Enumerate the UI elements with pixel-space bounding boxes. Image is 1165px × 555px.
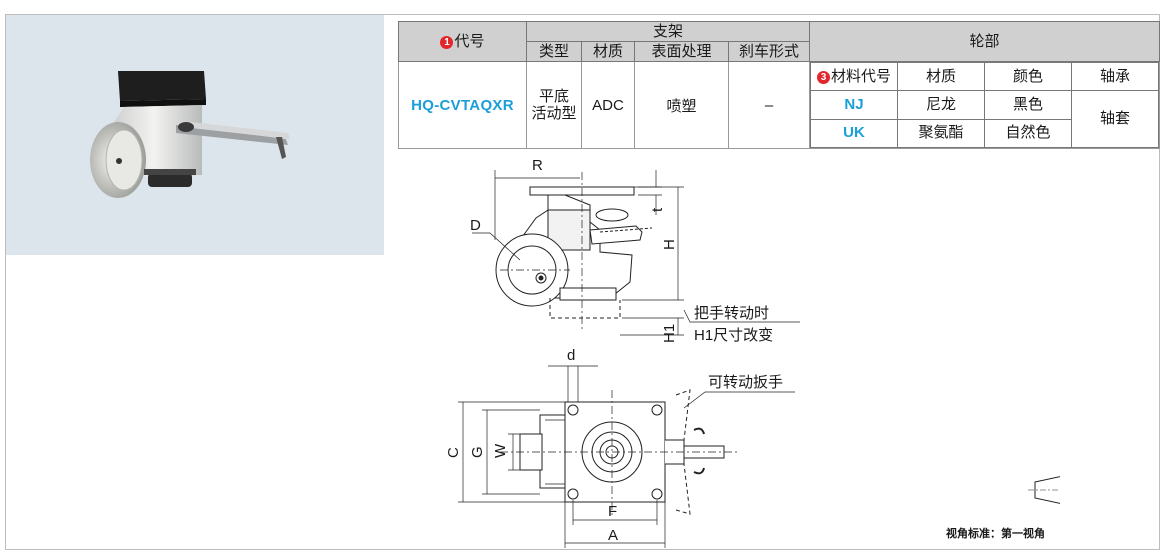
page-frame bbox=[5, 14, 1160, 550]
dim-d: d bbox=[567, 347, 575, 364]
note-wrench: 可转动扳手 bbox=[708, 374, 783, 391]
first-angle-projection-symbol bbox=[1028, 470, 1128, 510]
product-photo-panel bbox=[6, 15, 384, 255]
dim-R: R bbox=[532, 157, 543, 174]
badge-3: 3 bbox=[817, 70, 830, 84]
dim-H: H bbox=[661, 239, 678, 250]
dim-H1: H1 bbox=[661, 324, 678, 343]
brake-value: – bbox=[727, 61, 811, 149]
wheel-color-header: 颜色 bbox=[984, 61, 1073, 92]
type-header: 类型 bbox=[526, 41, 582, 62]
bracket-header: 支架 bbox=[525, 21, 811, 42]
code-value: HQ-CVTAQXR bbox=[398, 61, 527, 149]
wheel-code-uk: UK bbox=[810, 118, 899, 149]
wheel-material-nj: 尼龙 bbox=[897, 90, 986, 120]
technical-drawing: R D t H H1 把手转动时 H1尺寸改变 bbox=[400, 150, 1128, 550]
wheel-header: 轮部 bbox=[809, 21, 1161, 62]
dim-C: C bbox=[445, 447, 462, 458]
top-view bbox=[458, 365, 795, 548]
mat-code-header-label: 材料代号 bbox=[831, 67, 892, 85]
code-header-label: 代号 bbox=[454, 32, 485, 50]
wheel-color-nj: 黑色 bbox=[984, 90, 1073, 120]
wheel-material-uk: 聚氨酯 bbox=[897, 118, 986, 149]
surface-value: 喷塑 bbox=[634, 61, 729, 149]
wheel-code-nj: NJ bbox=[810, 90, 899, 120]
wheel-color-uk: 自然色 bbox=[984, 118, 1073, 149]
type-value: 平底 活动型 bbox=[526, 61, 582, 149]
material-value: ADC bbox=[581, 61, 635, 149]
dim-W: W bbox=[492, 443, 509, 458]
dim-G: G bbox=[469, 446, 486, 458]
wheel-bearing-header: 轴承 bbox=[1071, 61, 1160, 92]
dim-F: F bbox=[608, 503, 617, 520]
wheel-bearing-value: 轴套 bbox=[1071, 90, 1160, 148]
wheel-material-header: 材质 bbox=[897, 61, 986, 92]
caster-photo bbox=[90, 71, 290, 198]
dim-D: D bbox=[470, 217, 481, 234]
material-header: 材质 bbox=[581, 41, 635, 62]
brake-header: 刹车形式 bbox=[727, 41, 811, 62]
note-handle-2: H1尺寸改变 bbox=[694, 327, 773, 344]
badge-1: 1 bbox=[440, 35, 454, 49]
view-standard-note: 视角标准：第一视角 bbox=[946, 528, 1045, 540]
dim-A: A bbox=[608, 527, 618, 544]
dim-t: t bbox=[649, 207, 666, 212]
note-handle-1: 把手转动时 bbox=[694, 305, 769, 322]
side-view bbox=[472, 170, 800, 336]
surface-header: 表面处理 bbox=[634, 41, 729, 62]
